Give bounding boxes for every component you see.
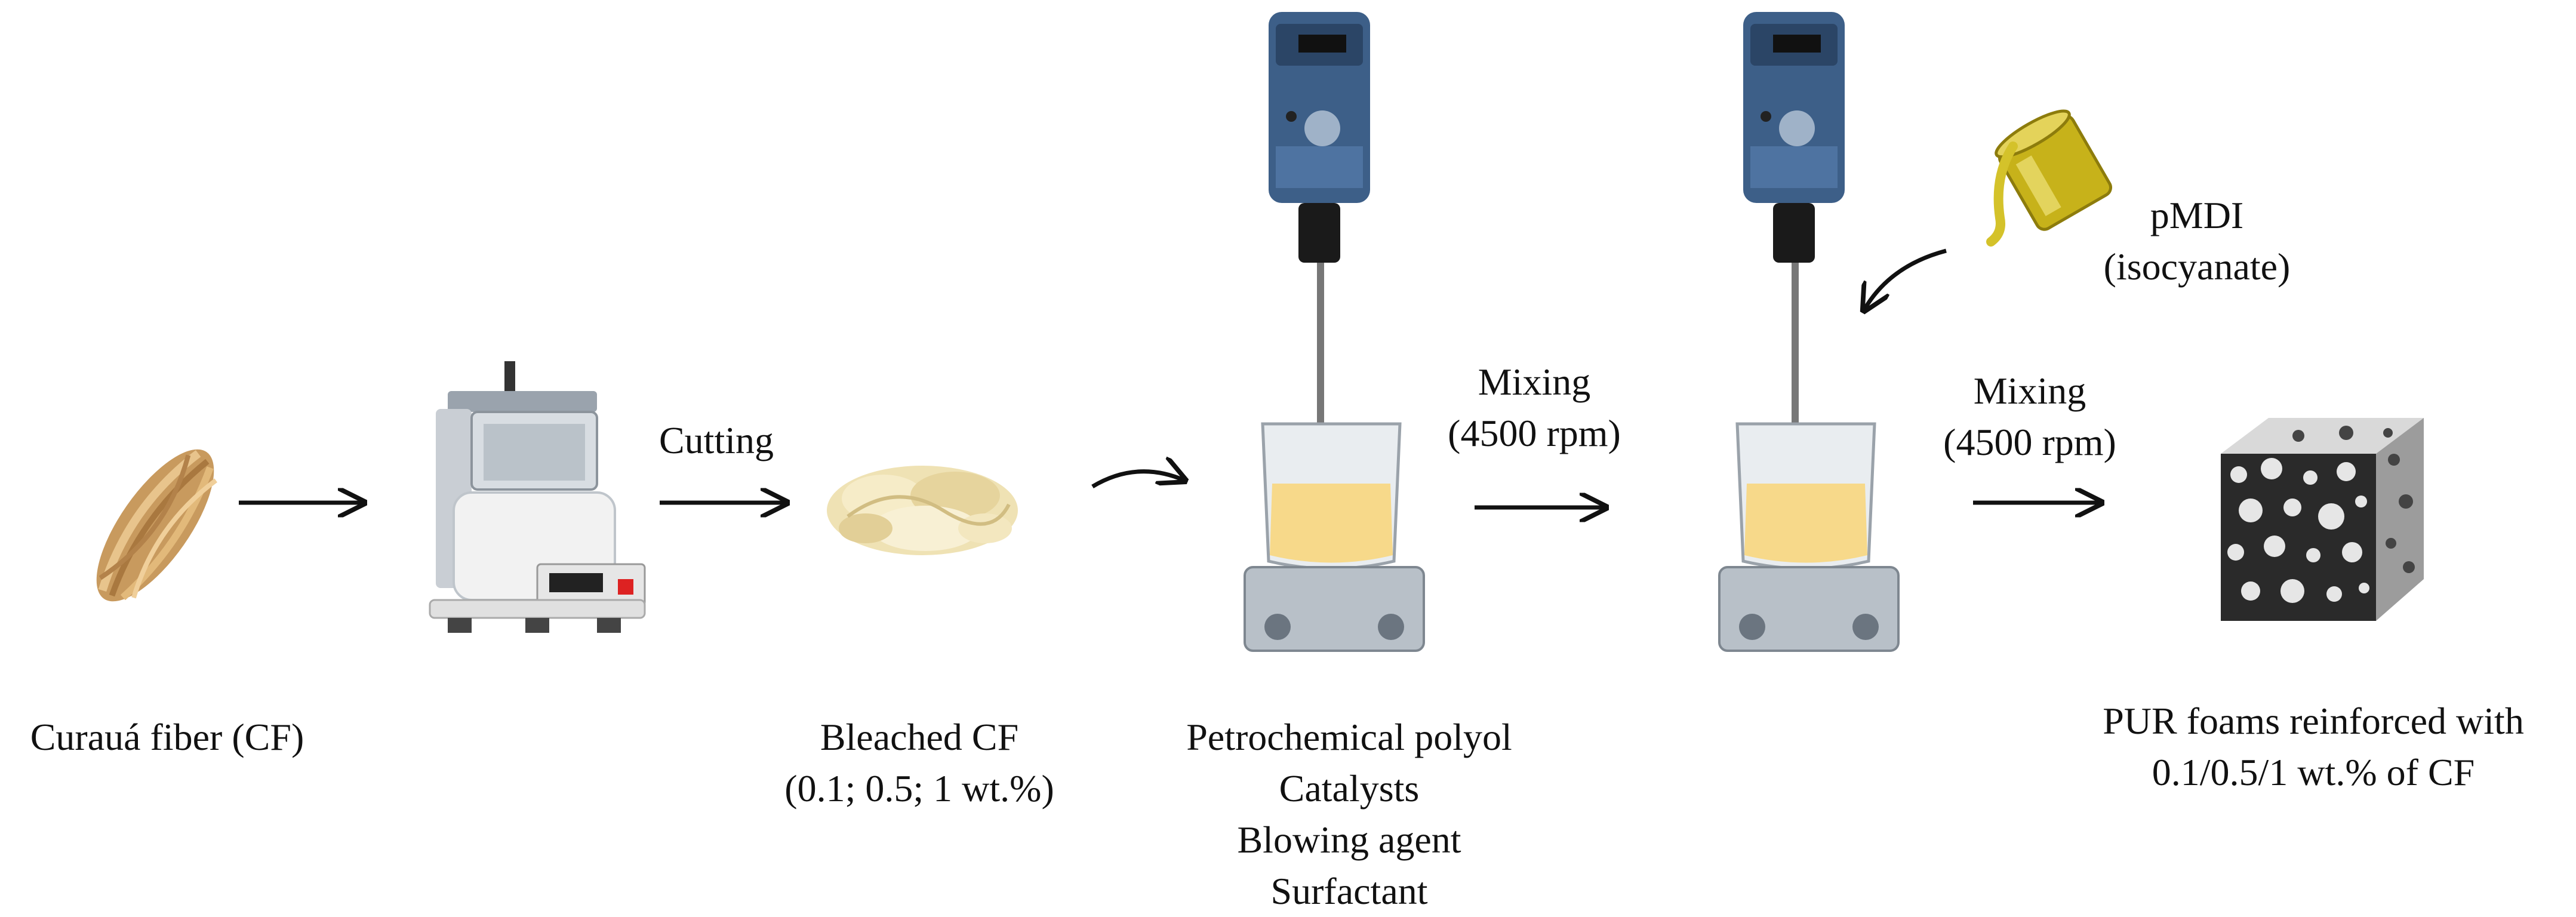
label-pmdi-sub: (isocyanate) — [2103, 245, 2291, 288]
label-curaua-fiber: Curauá fiber (CF) — [30, 716, 304, 758]
label-polyol: Petrochemical polyol — [1186, 716, 1512, 758]
label-catalysts: Catalysts — [1279, 767, 1420, 810]
cutting-mill-icon — [429, 361, 646, 633]
pmdi-can-icon — [1986, 109, 2112, 247]
arrow-pmdi-to-mixer — [1864, 248, 1947, 310]
label-pur-foams-line1: PUR foams reinforced with — [2103, 700, 2524, 742]
stirrer-1-icon — [1244, 12, 1425, 652]
label-bleached-cf-title: Bleached CF — [820, 716, 1019, 758]
foam-cube-icon — [2221, 418, 2424, 621]
label-pmdi: pMDI (isocyanate) — [2072, 190, 2322, 293]
label-pur-foams: PUR foams reinforced with 0.1/0.5/1 wt.%… — [2054, 696, 2573, 798]
label-mixing-2-rpm: (4500 rpm) — [1943, 421, 2116, 463]
label-mixing-2-title: Mixing — [1973, 370, 2086, 412]
label-cutting: Cutting — [658, 419, 774, 461]
label-pmdi-title: pMDI — [2150, 194, 2244, 236]
bleached-fiber-icon — [827, 466, 1018, 555]
label-bleached-cf: Bleached CF (0.1; 0.5; 1 wt.%) — [734, 712, 1104, 814]
label-surfactant: Surfactant — [1270, 870, 1428, 912]
label-blowing-agent: Blowing agent — [1237, 818, 1461, 861]
label-mixing-2: Mixing (4500 rpm) — [1916, 365, 2143, 468]
label-mixing-1-title: Mixing — [1478, 361, 1591, 403]
label-mixing-1: Mixing (4500 rpm) — [1421, 356, 1648, 459]
label-polyol-mix: Petrochemical polyol Catalysts Blowing a… — [1098, 712, 1600, 917]
label-bleached-cf-amounts: (0.1; 0.5; 1 wt.%) — [784, 767, 1054, 810]
fiber-bundle-icon — [96, 449, 217, 602]
stirrer-2-icon — [1718, 12, 1900, 652]
label-pur-foams-line2: 0.1/0.5/1 wt.% of CF — [2152, 751, 2475, 793]
arrow-bleached-to-mixer — [1091, 472, 1185, 489]
label-mixing-1-rpm: (4500 rpm) — [1448, 412, 1621, 454]
